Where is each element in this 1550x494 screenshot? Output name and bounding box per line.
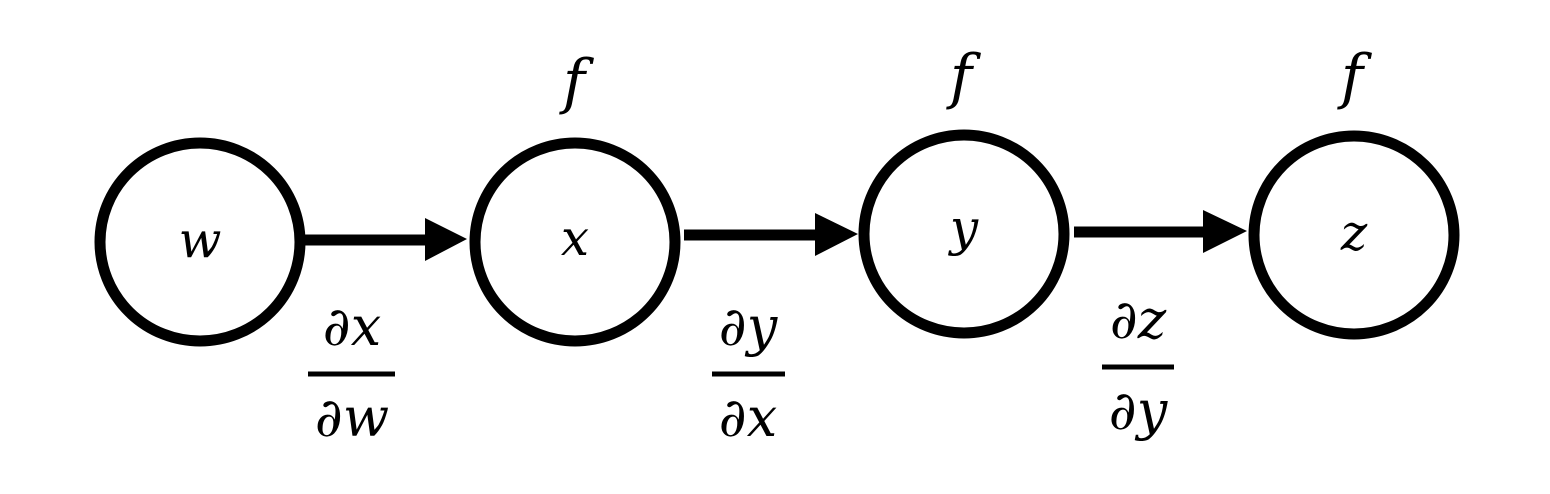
edge-x-y-derivative: ∂y ∂x	[712, 295, 785, 449]
node-x-function-label: f	[559, 47, 595, 117]
node-z-label: z	[1340, 204, 1368, 262]
edge-w-x-derivative-denominator: ∂w	[315, 386, 389, 449]
node-y-function-label: f	[946, 42, 982, 112]
node-w-circle	[94, 137, 306, 347]
edge-x-y-derivative-denominator: ∂x	[719, 386, 777, 449]
node-y: f y	[858, 42, 1070, 339]
node-w: w	[94, 137, 306, 347]
edge-y-z-arrowhead	[1203, 210, 1247, 253]
edge-w-x-arrowhead	[425, 218, 467, 261]
edge-w-x	[303, 218, 467, 261]
node-y-label: y	[948, 199, 979, 257]
node-w-label: w	[179, 211, 222, 269]
edge-x-y-arrowhead	[815, 213, 858, 256]
edge-w-x-derivative-numerator: ∂x	[323, 295, 381, 358]
edge-y-z-derivative-numerator: ∂z	[1110, 288, 1167, 351]
edge-y-z	[1074, 210, 1247, 253]
node-x-circle	[469, 137, 681, 347]
edge-x-y-derivative-numerator: ∂y	[719, 295, 779, 358]
node-x-label: x	[561, 209, 589, 267]
node-z-function-label: f	[1337, 42, 1373, 112]
node-z: f z	[1248, 42, 1460, 340]
edge-y-z-derivative-denominator: ∂y	[1109, 379, 1169, 442]
node-z-circle	[1248, 130, 1460, 340]
node-y-circle	[858, 129, 1070, 339]
edge-w-x-derivative: ∂x ∂w	[308, 295, 395, 449]
edge-y-z-derivative: ∂z ∂y	[1102, 288, 1174, 442]
edge-x-y	[684, 213, 858, 256]
node-x: f x	[469, 47, 681, 347]
